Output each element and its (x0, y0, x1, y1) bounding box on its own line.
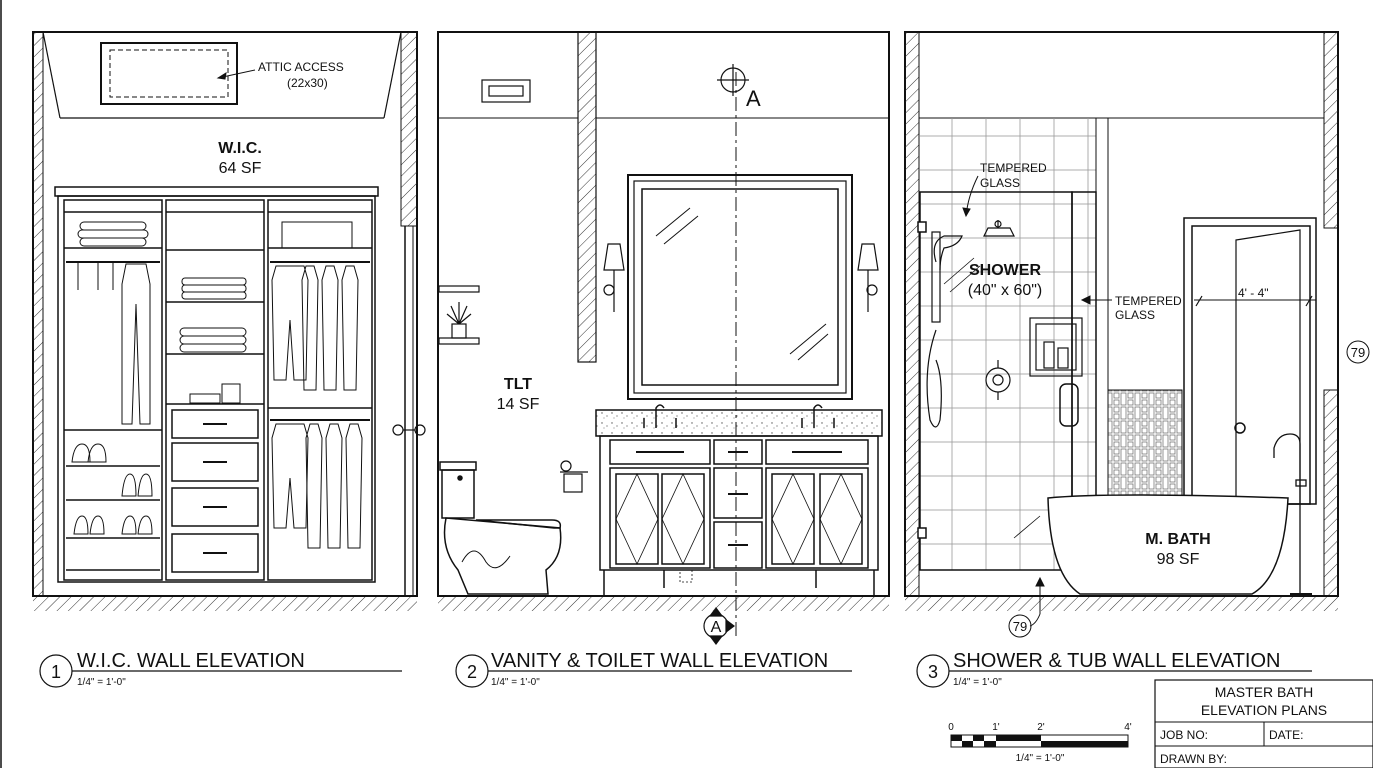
wic-right-wall-upper (400, 31, 418, 227)
wic-room-name: W.I.C. (218, 140, 262, 157)
toilet-icon (439, 461, 562, 595)
svg-text:2: 2 (467, 662, 477, 682)
faucet-icon (643, 404, 835, 428)
graphic-scale-bar: 0 1' 2' 4' 1/4" = 1'-0" (948, 722, 1132, 764)
tempered-glass-top-label-2: GLASS (980, 176, 1020, 190)
exhaust-fan-icon (481, 79, 531, 103)
attic-access-note: ATTIC ACCESS (258, 60, 344, 74)
shower-glass-enclosure (917, 191, 1097, 571)
bath-room-name: M. BATH (1145, 531, 1210, 548)
wic-left-wall (32, 31, 44, 597)
wic-room-area: 64 SF (219, 160, 262, 177)
svg-text:3: 3 (928, 662, 938, 682)
door-width-dimension: 4' - 4" (1238, 286, 1269, 300)
svg-text:4': 4' (1124, 722, 1132, 733)
elevation-title-text: W.I.C. WALL ELEVATION (77, 650, 305, 672)
elevation-title-2: 2 VANITY & TOILET WALL ELEVATION 1/4" = … (455, 650, 852, 688)
bath-room-area: 98 SF (1157, 551, 1200, 568)
detail-tag-right: 79 (1346, 340, 1370, 364)
tempered-glass-side-label-2: GLASS (1115, 308, 1155, 322)
shower-niche-icon (1029, 317, 1083, 377)
toilet-room-name: TLT (504, 376, 532, 393)
elevation-scale-text: 1/4" = 1'-0" (491, 677, 540, 688)
shower-size: (40" x 60") (968, 282, 1043, 299)
section-label-top: A (746, 86, 761, 111)
elevation-title-3: 3 SHOWER & TUB WALL ELEVATION 1/4" = 1'-… (916, 650, 1312, 688)
closet-system (54, 186, 379, 583)
floating-shelves-icon (438, 285, 480, 345)
title-block: MASTER BATH ELEVATION PLANS JOB NO: DATE… (1154, 679, 1373, 768)
wall-sconce-icon (603, 243, 879, 312)
attic-access-size: (22x30) (287, 76, 328, 90)
shower-room-name: SHOWER (969, 262, 1041, 279)
date-label: DATE: (1269, 728, 1303, 742)
wic-frame (32, 31, 418, 597)
elevation-scale-text: 1/4" = 1'-0" (77, 677, 126, 688)
shower-elevation (904, 31, 1339, 627)
svg-text:0: 0 (948, 722, 954, 733)
tempered-glass-side-label: TEMPERED (1115, 294, 1182, 308)
elevation-title-text: VANITY & TOILET WALL ELEVATION (491, 650, 828, 672)
freestanding-tub-icon (1047, 494, 1289, 595)
vanity-cabinet (595, 409, 883, 596)
hand-shower-icon (926, 231, 963, 428)
detail-tag-bottom: 79 (1008, 614, 1032, 638)
scale-bar-caption: 1/4" = 1'-0" (1016, 753, 1065, 764)
shower-head-icon (983, 220, 1015, 237)
drawn-by-label: DRAWN BY: (1160, 752, 1227, 766)
attic-access-icon (100, 42, 256, 105)
vanity-frame (437, 31, 890, 597)
elevation-title-1: 1 W.I.C. WALL ELEVATION 1/4" = 1'-0" (39, 650, 402, 688)
svg-text:79: 79 (1013, 619, 1027, 634)
job-no-label: JOB NO: (1160, 728, 1208, 742)
section-marker-top (717, 64, 749, 96)
folded-towels-icon (77, 221, 353, 404)
shower-valve-icon (985, 360, 1011, 400)
hanging-clothes-icon (77, 262, 363, 549)
title-block-subtitle: ELEVATION PLANS (1201, 702, 1327, 718)
svg-text:1: 1 (51, 662, 61, 682)
wic-floor-hatch (33, 597, 417, 611)
door-knob-icon (392, 424, 426, 436)
svg-text:1': 1' (992, 722, 1000, 733)
shoes-icon (71, 443, 153, 535)
toilet-room-area: 14 SF (497, 396, 540, 413)
mirror-icon (627, 174, 853, 400)
tempered-glass-top-label: TEMPERED (980, 161, 1047, 175)
title-block-title: MASTER BATH (1215, 684, 1314, 700)
section-marker-bottom (703, 607, 735, 645)
section-label-bottom: A (711, 619, 722, 636)
svg-text:2': 2' (1037, 722, 1045, 733)
tub-filler-icon (1273, 433, 1312, 595)
bath-door-icon (1183, 217, 1317, 505)
elevation-scale-text: 1/4" = 1'-0" (953, 677, 1002, 688)
vanity-elevation (437, 31, 890, 645)
elevation-title-text: SHOWER & TUB WALL ELEVATION (953, 650, 1280, 672)
toilet-paper-holder-icon (560, 460, 588, 493)
svg-text:79: 79 (1351, 345, 1365, 360)
wic-elevation (32, 31, 426, 611)
partition-wall (577, 31, 597, 363)
